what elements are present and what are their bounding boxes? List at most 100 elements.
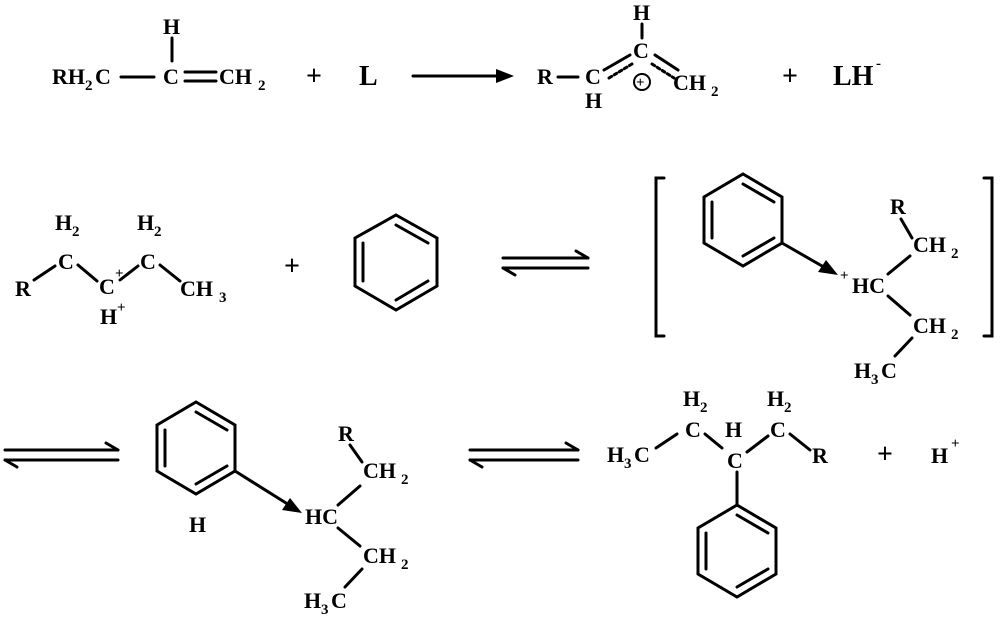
product-h-bottom: H	[585, 88, 602, 113]
prod-h-center: H	[725, 417, 742, 442]
single-bond	[32, 264, 57, 282]
single-bond	[602, 53, 632, 72]
complex-h3c-c: C	[881, 358, 897, 383]
prod-h3c: H	[607, 442, 624, 467]
reactant-h: H	[163, 14, 180, 39]
single-bond	[343, 567, 364, 589]
ligand-l: L	[359, 61, 378, 92]
single-bond	[654, 432, 679, 450]
chain-h2-right: H	[137, 210, 154, 235]
positive-charge-circle	[633, 73, 651, 91]
reactant-ch2: CH	[219, 64, 252, 89]
complex-r: R	[890, 194, 907, 219]
prod-r: R	[812, 443, 829, 468]
complex-h3c-sub: 3	[871, 372, 879, 388]
r-label: R	[338, 421, 355, 446]
plus-sign: +	[782, 61, 798, 92]
delocalized-bond	[607, 62, 634, 80]
arrowhead	[818, 260, 838, 275]
product-ch2-sub: 2	[711, 84, 719, 100]
single-bond	[118, 264, 140, 282]
single-bond	[788, 432, 812, 452]
prod-h3c-c: C	[634, 442, 650, 467]
reactant-c: C	[163, 64, 179, 89]
ring-h: H	[189, 512, 206, 537]
reaction-2: R H 2 C C + H + H 2 C CH 3 +	[15, 172, 994, 388]
ch2-bottom-sub: 2	[401, 557, 409, 573]
benzene-ring	[702, 172, 784, 268]
interaction-arrow	[233, 469, 288, 505]
product-ch: C	[585, 64, 601, 89]
chain-c-right: C	[140, 249, 156, 274]
plus-sign: +	[877, 439, 893, 470]
ch2-top: CH	[363, 458, 396, 483]
arrowhead	[282, 498, 302, 513]
prod-h2-left: H	[683, 386, 700, 411]
lh-minus: LH	[833, 61, 874, 92]
benzene-ring	[696, 503, 778, 599]
hc: HC	[305, 504, 338, 529]
plus-sign: +	[306, 61, 322, 92]
product-h-top: H	[633, 0, 650, 25]
single-bond	[703, 432, 724, 450]
prod-h3c-sub: 3	[624, 456, 632, 472]
interaction-arrow	[780, 241, 824, 268]
reaction-1: RH 2 C H C CH 2 + L R C H H C + CH 2 + L…	[52, 0, 881, 113]
chain-h2-left: H	[55, 210, 72, 235]
chain-c-left: C	[58, 249, 74, 274]
single-bond	[653, 53, 680, 72]
prod-h2-right-sub: 2	[784, 400, 792, 416]
product-charge: +	[636, 75, 645, 91]
single-bond	[76, 263, 99, 283]
single-bond	[336, 484, 362, 507]
lh-minus-sup: -	[876, 56, 881, 72]
h-plus-sup: +	[951, 436, 960, 452]
complex-hc: HC	[852, 273, 885, 298]
single-bond	[886, 294, 912, 317]
product-r: R	[537, 64, 554, 89]
single-bond	[886, 254, 912, 276]
arrowhead	[496, 69, 514, 83]
chain-h2-left-sub: 2	[72, 224, 80, 240]
benzene-ring	[353, 213, 439, 312]
chain-h-plus-sup: +	[117, 300, 126, 316]
complex-ch2-top-sub: 2	[951, 246, 959, 262]
equilibrium-arrow	[3, 441, 120, 469]
h-plus: H	[931, 443, 948, 468]
chain-h-plus: H	[100, 304, 117, 329]
single-bond	[348, 443, 364, 464]
complex-ch2-bottom-sub: 2	[951, 327, 959, 343]
single-bond	[893, 336, 914, 358]
single-bond	[745, 434, 770, 454]
chain-h2-right-sub: 2	[154, 224, 162, 240]
chain-ch3: CH	[180, 276, 213, 301]
complex-h3c: H	[854, 358, 871, 383]
equilibrium-arrow	[468, 441, 580, 469]
prod-c-center: C	[727, 448, 743, 473]
chain-c-middle-charge: +	[115, 266, 124, 282]
reaction-3: H HC R CH 2 CH 2 H 3 C H 3 C H 2 C H C	[3, 386, 960, 618]
chain-c-middle: C	[99, 274, 115, 299]
ch2-bottom: CH	[363, 543, 396, 568]
prod-h2-left-sub: 2	[700, 400, 708, 416]
delocalized-bond	[650, 62, 676, 80]
h3c-c: C	[331, 588, 347, 613]
right-bracket	[982, 176, 994, 338]
ch2-top-sub: 2	[401, 472, 409, 488]
h3c: H	[304, 588, 321, 613]
chain-ch3-sub: 3	[219, 290, 227, 306]
product-ch2: CH	[673, 70, 706, 95]
reactant-rh2c-c: C	[95, 64, 111, 89]
prod-c-left: C	[685, 417, 701, 442]
complex-ch2-bottom: CH	[913, 313, 946, 338]
single-bond	[158, 263, 182, 283]
single-bond	[336, 526, 362, 548]
reactant-rh2c-sub: 2	[85, 78, 93, 94]
equilibrium-arrow	[501, 249, 590, 277]
complex-plus: +	[840, 268, 849, 284]
plus-sign: +	[284, 251, 300, 282]
left-bracket	[654, 176, 666, 338]
prod-c-right: C	[770, 417, 786, 442]
single-bond	[899, 217, 914, 240]
reactant-rh2c: RH	[52, 64, 85, 89]
